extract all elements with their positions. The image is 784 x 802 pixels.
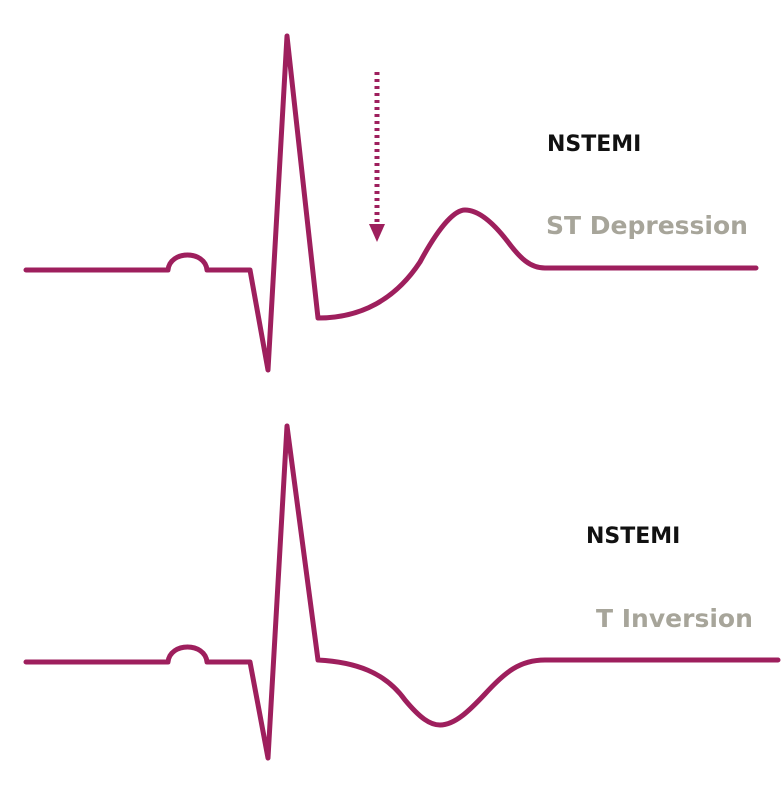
ecg-waveform-t-inversion [23,423,781,761]
st-depression-arrow-head [369,224,385,242]
ecg-trace-st-depression [23,33,759,373]
panel-title: NSTEMI [586,524,681,549]
t-inversion-panel: NSTEMI T Inversion [0,400,784,802]
ecg-trace-t-inversion [23,423,781,761]
ecg-waveform-st-depression [23,33,759,373]
panel-subtitle: T Inversion [596,604,753,633]
panel-title: NSTEMI [547,132,642,157]
panel-subtitle: ST Depression [546,211,748,240]
st-depression-panel: NSTEMI ST Depression [0,0,784,400]
